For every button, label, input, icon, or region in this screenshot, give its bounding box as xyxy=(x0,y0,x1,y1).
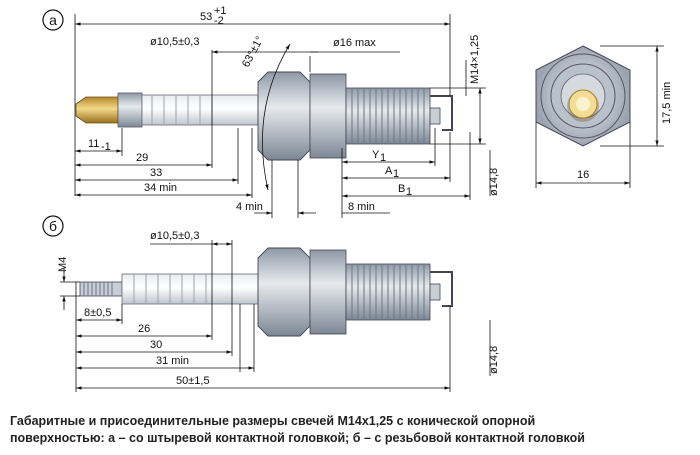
terminal-pin xyxy=(75,96,119,124)
dim-y1: Y xyxy=(372,149,380,161)
dim-y1-sub: 1 xyxy=(380,152,386,164)
dim-b1: B xyxy=(398,183,405,195)
dim-pin-length-tol: -1 xyxy=(101,141,111,153)
center-electrode-b xyxy=(429,283,441,301)
view-a-label: а xyxy=(49,12,57,28)
dim-hex-size: 16 xyxy=(577,169,589,181)
caption-line-1: Габаритные и присоединительные размеры с… xyxy=(10,414,536,428)
dim-31min: 31 min xyxy=(156,355,189,367)
dim-a1-sub: 1 xyxy=(393,168,399,180)
ground-electrode xyxy=(430,95,453,131)
view-a: а xyxy=(42,5,673,218)
dim-seat-diameter: ø14,8 xyxy=(488,168,500,196)
shell-collar xyxy=(309,73,347,159)
dim-34min: 34 min xyxy=(144,182,177,194)
terminal-nut xyxy=(117,92,143,128)
view-a-badge xyxy=(42,9,64,31)
figure-caption: Габаритные и присоединительные размеры с… xyxy=(10,413,695,447)
dim-overall-length: 53 xyxy=(200,11,212,23)
threaded-body-b xyxy=(345,263,431,321)
dim-33: 33 xyxy=(150,167,162,179)
threaded-stud xyxy=(79,281,123,297)
view-b: б xyxy=(42,215,500,392)
insulator-b xyxy=(121,273,259,305)
spark-plug-drawing: а xyxy=(42,5,673,392)
dim-stud-length: 8±0,5 xyxy=(84,307,111,319)
hex-shell xyxy=(257,71,311,161)
view-b-label: б xyxy=(49,218,57,234)
hex-end-view xyxy=(535,45,631,147)
ground-electrode-b xyxy=(430,271,453,307)
dim-b1-sub: 1 xyxy=(406,186,412,198)
dim-30: 30 xyxy=(150,339,162,351)
dim-overall-tol-lower: -2 xyxy=(214,15,224,27)
dim-4min: 4 min xyxy=(236,201,263,213)
dim-terminal-diameter-b: ø10,5±0,3 xyxy=(150,230,199,242)
dim-pin-length: 11 xyxy=(88,138,99,150)
dim-seat-diameter-b: ø14,8 xyxy=(488,346,500,374)
caption-line-2: поверхностью: а – со штыревой контактной… xyxy=(10,431,585,445)
dim-terminal-diameter: ø10,5±0,3 xyxy=(150,36,199,48)
dim-shell-max: ø16 max xyxy=(333,37,376,49)
dim-29: 29 xyxy=(136,152,148,164)
dim-overall-tol-upper: +1 xyxy=(214,5,227,17)
shell-collar-b xyxy=(309,249,347,335)
dim-8min: 8 min xyxy=(348,201,375,213)
dim-total-length: 50±1,5 xyxy=(176,375,210,387)
center-electrode xyxy=(429,107,441,125)
dim-thread: M14×1,25 xyxy=(469,35,481,84)
insulator xyxy=(141,94,259,126)
dim-26: 26 xyxy=(138,323,150,335)
dim-a1: A xyxy=(385,165,393,177)
dim-hex-height: 17,5 min xyxy=(661,82,673,124)
dim-stud-thread: M4 xyxy=(57,257,69,272)
view-b-badge xyxy=(42,215,64,237)
threaded-body xyxy=(345,87,431,145)
hex-shell-b xyxy=(257,247,311,337)
